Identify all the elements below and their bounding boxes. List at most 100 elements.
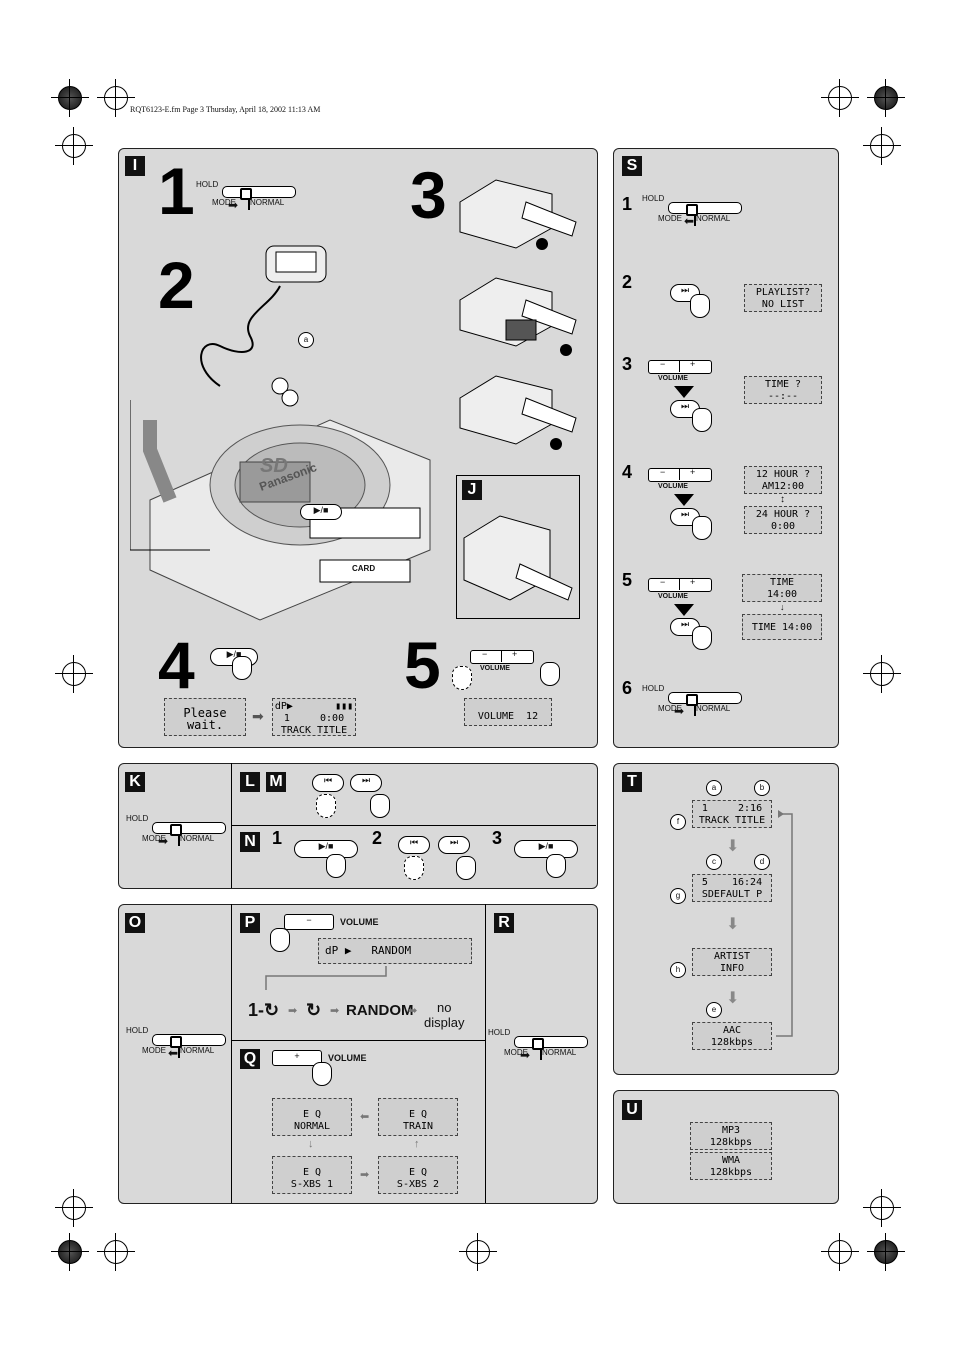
play-stop-button[interactable]: ▶/■ — [514, 840, 578, 858]
hand-icon — [690, 294, 710, 318]
marker-g: g — [670, 888, 686, 904]
display-play-mode: dP ▶ RANDOM — [318, 938, 472, 964]
display-eq-normal: E Q NORMAL — [272, 1098, 352, 1136]
section-letter-M: M — [266, 772, 286, 792]
n-step-1: 1 — [272, 828, 283, 848]
marker-e: e — [706, 1002, 722, 1018]
arrow-down-icon: ↓ — [308, 1138, 314, 1150]
headphone-illustration — [200, 245, 327, 407]
toggle-arrow-icon: ↕ — [780, 494, 785, 505]
marker-a: a — [706, 780, 722, 796]
display-eq-sxbs1: E Q S-XBS 1 — [272, 1156, 352, 1194]
hand-icon — [316, 794, 336, 818]
step-4: 4 — [158, 628, 195, 702]
arrow-icon: ➡ — [228, 198, 239, 212]
arrow-down-icon: ⬇ — [726, 916, 740, 933]
volume-control[interactable]: −+ VOLUME — [648, 577, 714, 600]
rewind-button[interactable]: ⏮ — [312, 774, 344, 792]
card-label: CARD — [352, 564, 376, 573]
mode-random: RANDOM — [346, 1002, 414, 1019]
forward-button[interactable]: ⏭ — [350, 774, 382, 792]
hand-icon — [270, 928, 290, 952]
crop-mark-icon — [821, 79, 859, 117]
hand-icon — [692, 626, 712, 650]
n-step-2: 2 — [372, 828, 383, 848]
display-eq-train: E Q TRAIN — [378, 1098, 458, 1136]
arrow-icon — [674, 494, 694, 506]
volume-minus-button[interactable]: − — [284, 914, 334, 930]
step-3: 3 — [410, 158, 447, 232]
n-step-3: 3 — [492, 828, 503, 848]
volume-control[interactable]: −+ VOLUME — [470, 649, 536, 672]
s-step-3: 3 — [622, 354, 633, 374]
card-insert-3 — [459, 375, 577, 450]
forward-button[interactable]: ⏭ — [438, 836, 470, 854]
hand-icon — [312, 1062, 332, 1086]
crop-mark-icon — [55, 127, 93, 165]
marker-a: a — [298, 332, 314, 348]
section-letter-S: S — [622, 156, 642, 176]
s-step-2: 2 — [622, 272, 633, 292]
arrow-icon: ➡ — [408, 1005, 418, 1017]
display-please-wait: Please wait. — [164, 698, 246, 736]
card-eject — [463, 515, 573, 601]
hold-switch: HOLD MODE NORMAL ⬅ — [642, 194, 742, 227]
hand-icon — [370, 794, 390, 818]
hand-icon — [452, 666, 472, 690]
mode-one-repeat: 1-↻ — [248, 1000, 280, 1020]
hand-icon — [232, 656, 252, 680]
hold-switch: HOLD MODE NORMAL ➡ — [126, 814, 226, 848]
section-letter-R: R — [494, 913, 514, 933]
section-letter-K: K — [125, 772, 145, 792]
hold-switch: HOLD MODE NORMAL ⬅ — [126, 1026, 226, 1059]
section-letter-T: T — [622, 772, 642, 792]
hold-switch: HOLD MODE NORMAL ➡ — [488, 1028, 588, 1061]
crop-mark-icon — [867, 1233, 905, 1271]
section-letter-L: L — [240, 772, 260, 792]
panel-S — [613, 148, 839, 748]
arrow-icon — [674, 604, 694, 616]
volume-label: VOLUME — [340, 917, 379, 927]
crop-mark-icon — [55, 655, 93, 693]
arrow-icon: ➡ — [360, 1169, 370, 1181]
s-step-6: 6 — [622, 678, 633, 698]
display-playlist: PLAYLIST? NO LIST — [744, 284, 822, 312]
crop-mark-icon — [459, 1233, 497, 1271]
rewind-button[interactable]: ⏮ — [398, 836, 430, 854]
arrow-icon: ➡ — [330, 1005, 340, 1017]
section-letter-J: J — [462, 480, 482, 500]
section-letter-U: U — [622, 1100, 642, 1120]
crop-mark-icon — [863, 127, 901, 165]
arrow-up-icon: ↑ — [414, 1138, 420, 1150]
display-eq-sxbs2: E Q S-XBS 2 — [378, 1156, 458, 1194]
volume-control[interactable]: −+ VOLUME — [648, 467, 714, 490]
card-insert-1 — [459, 179, 577, 250]
card-insert-2 — [459, 277, 577, 356]
volume-plus-button[interactable]: + — [272, 1050, 322, 1066]
player-illustration — [130, 400, 431, 621]
crop-mark-icon — [55, 1189, 93, 1227]
arrow-icon: ➡ — [158, 834, 169, 848]
volume-control[interactable]: −+ VOLUME — [648, 359, 714, 382]
arrow-down-icon: ⬇ — [726, 838, 740, 855]
marker-f: f — [670, 814, 686, 830]
display-time-final: TIME 14:00 — [742, 614, 822, 640]
sd-logo: SD — [260, 455, 288, 477]
play-stop-button[interactable]: ▶/■ — [294, 840, 358, 858]
s-step-1: 1 — [622, 194, 633, 214]
marker-h: h — [670, 962, 686, 978]
display-mp3: MP3 128kbps — [690, 1122, 772, 1150]
crop-mark-icon — [51, 1233, 89, 1271]
arrow-icon: ➡ — [674, 704, 685, 718]
display-wma: WMA 128kbps — [690, 1152, 772, 1180]
hand-icon — [326, 854, 346, 878]
device-play-button[interactable]: ▶/■ — [300, 504, 342, 520]
arrow-down-icon: ↓ — [780, 602, 785, 612]
step-1: 1 — [158, 154, 195, 228]
display-time: TIME ? --:-- — [744, 376, 822, 404]
section-letter-Q: Q — [240, 1049, 260, 1069]
step-2: 2 — [158, 248, 195, 322]
arrow-icon — [674, 386, 694, 398]
loop-back-line — [776, 810, 793, 1037]
crop-mark-icon — [97, 1233, 135, 1271]
